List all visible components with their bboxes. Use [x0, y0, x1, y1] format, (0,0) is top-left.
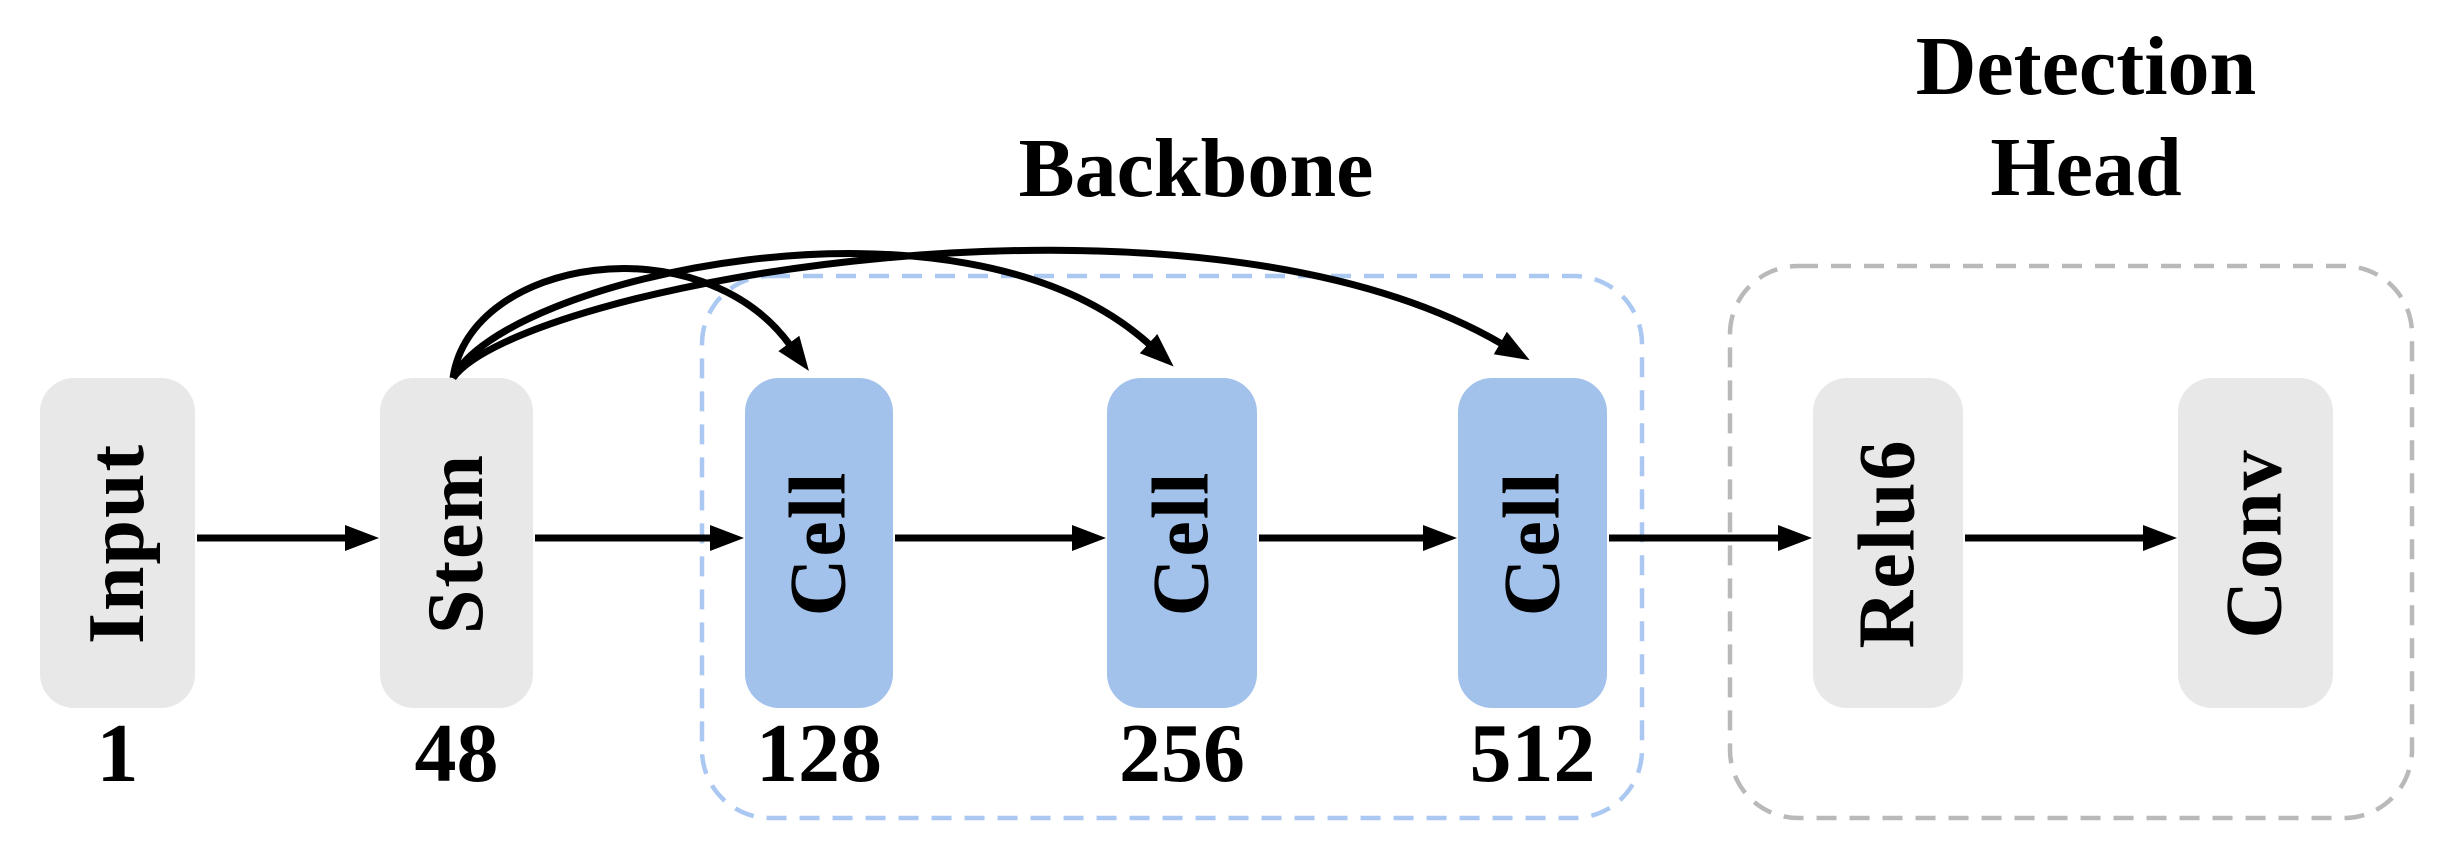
- block-conv-label: Conv: [2211, 447, 2300, 639]
- block-cell-1: Cell: [745, 378, 893, 708]
- skip-arrow-stem-to-cell2: [449, 250, 1174, 380]
- block-input-label: Input: [73, 442, 161, 644]
- skip-arrow-stem-to-cell1: [449, 265, 809, 379]
- channels-input: 1: [96, 707, 139, 800]
- block-cell-3: Cell: [1458, 378, 1607, 708]
- block-cell-2: Cell: [1107, 378, 1257, 708]
- detection-head-title: Detection Head: [1836, 16, 2336, 218]
- channels-cell-1: 128: [756, 707, 882, 800]
- channels-cell-2: 256: [1119, 707, 1245, 800]
- block-cell-2-label: Cell: [1137, 470, 1226, 616]
- block-stem-label: Stem: [412, 452, 500, 634]
- block-cell-1-label: Cell: [774, 470, 863, 616]
- block-stem: Stem: [380, 378, 533, 708]
- block-relu6: Relu6: [1813, 378, 1963, 708]
- backbone-title: Backbone: [1018, 122, 1374, 215]
- detection-head-title-line1: Detection: [1915, 20, 2257, 113]
- block-conv: Conv: [2178, 378, 2333, 708]
- detection-head-title-line2: Head: [1990, 121, 2182, 214]
- skip-arrow-stem-to-cell3: [450, 246, 1530, 381]
- block-input: Input: [40, 378, 195, 708]
- block-cell-3-label: Cell: [1487, 470, 1576, 616]
- channels-stem: 48: [414, 707, 499, 800]
- channels-cell-3: 512: [1469, 707, 1596, 800]
- block-relu6-label: Relu6: [1843, 438, 1932, 648]
